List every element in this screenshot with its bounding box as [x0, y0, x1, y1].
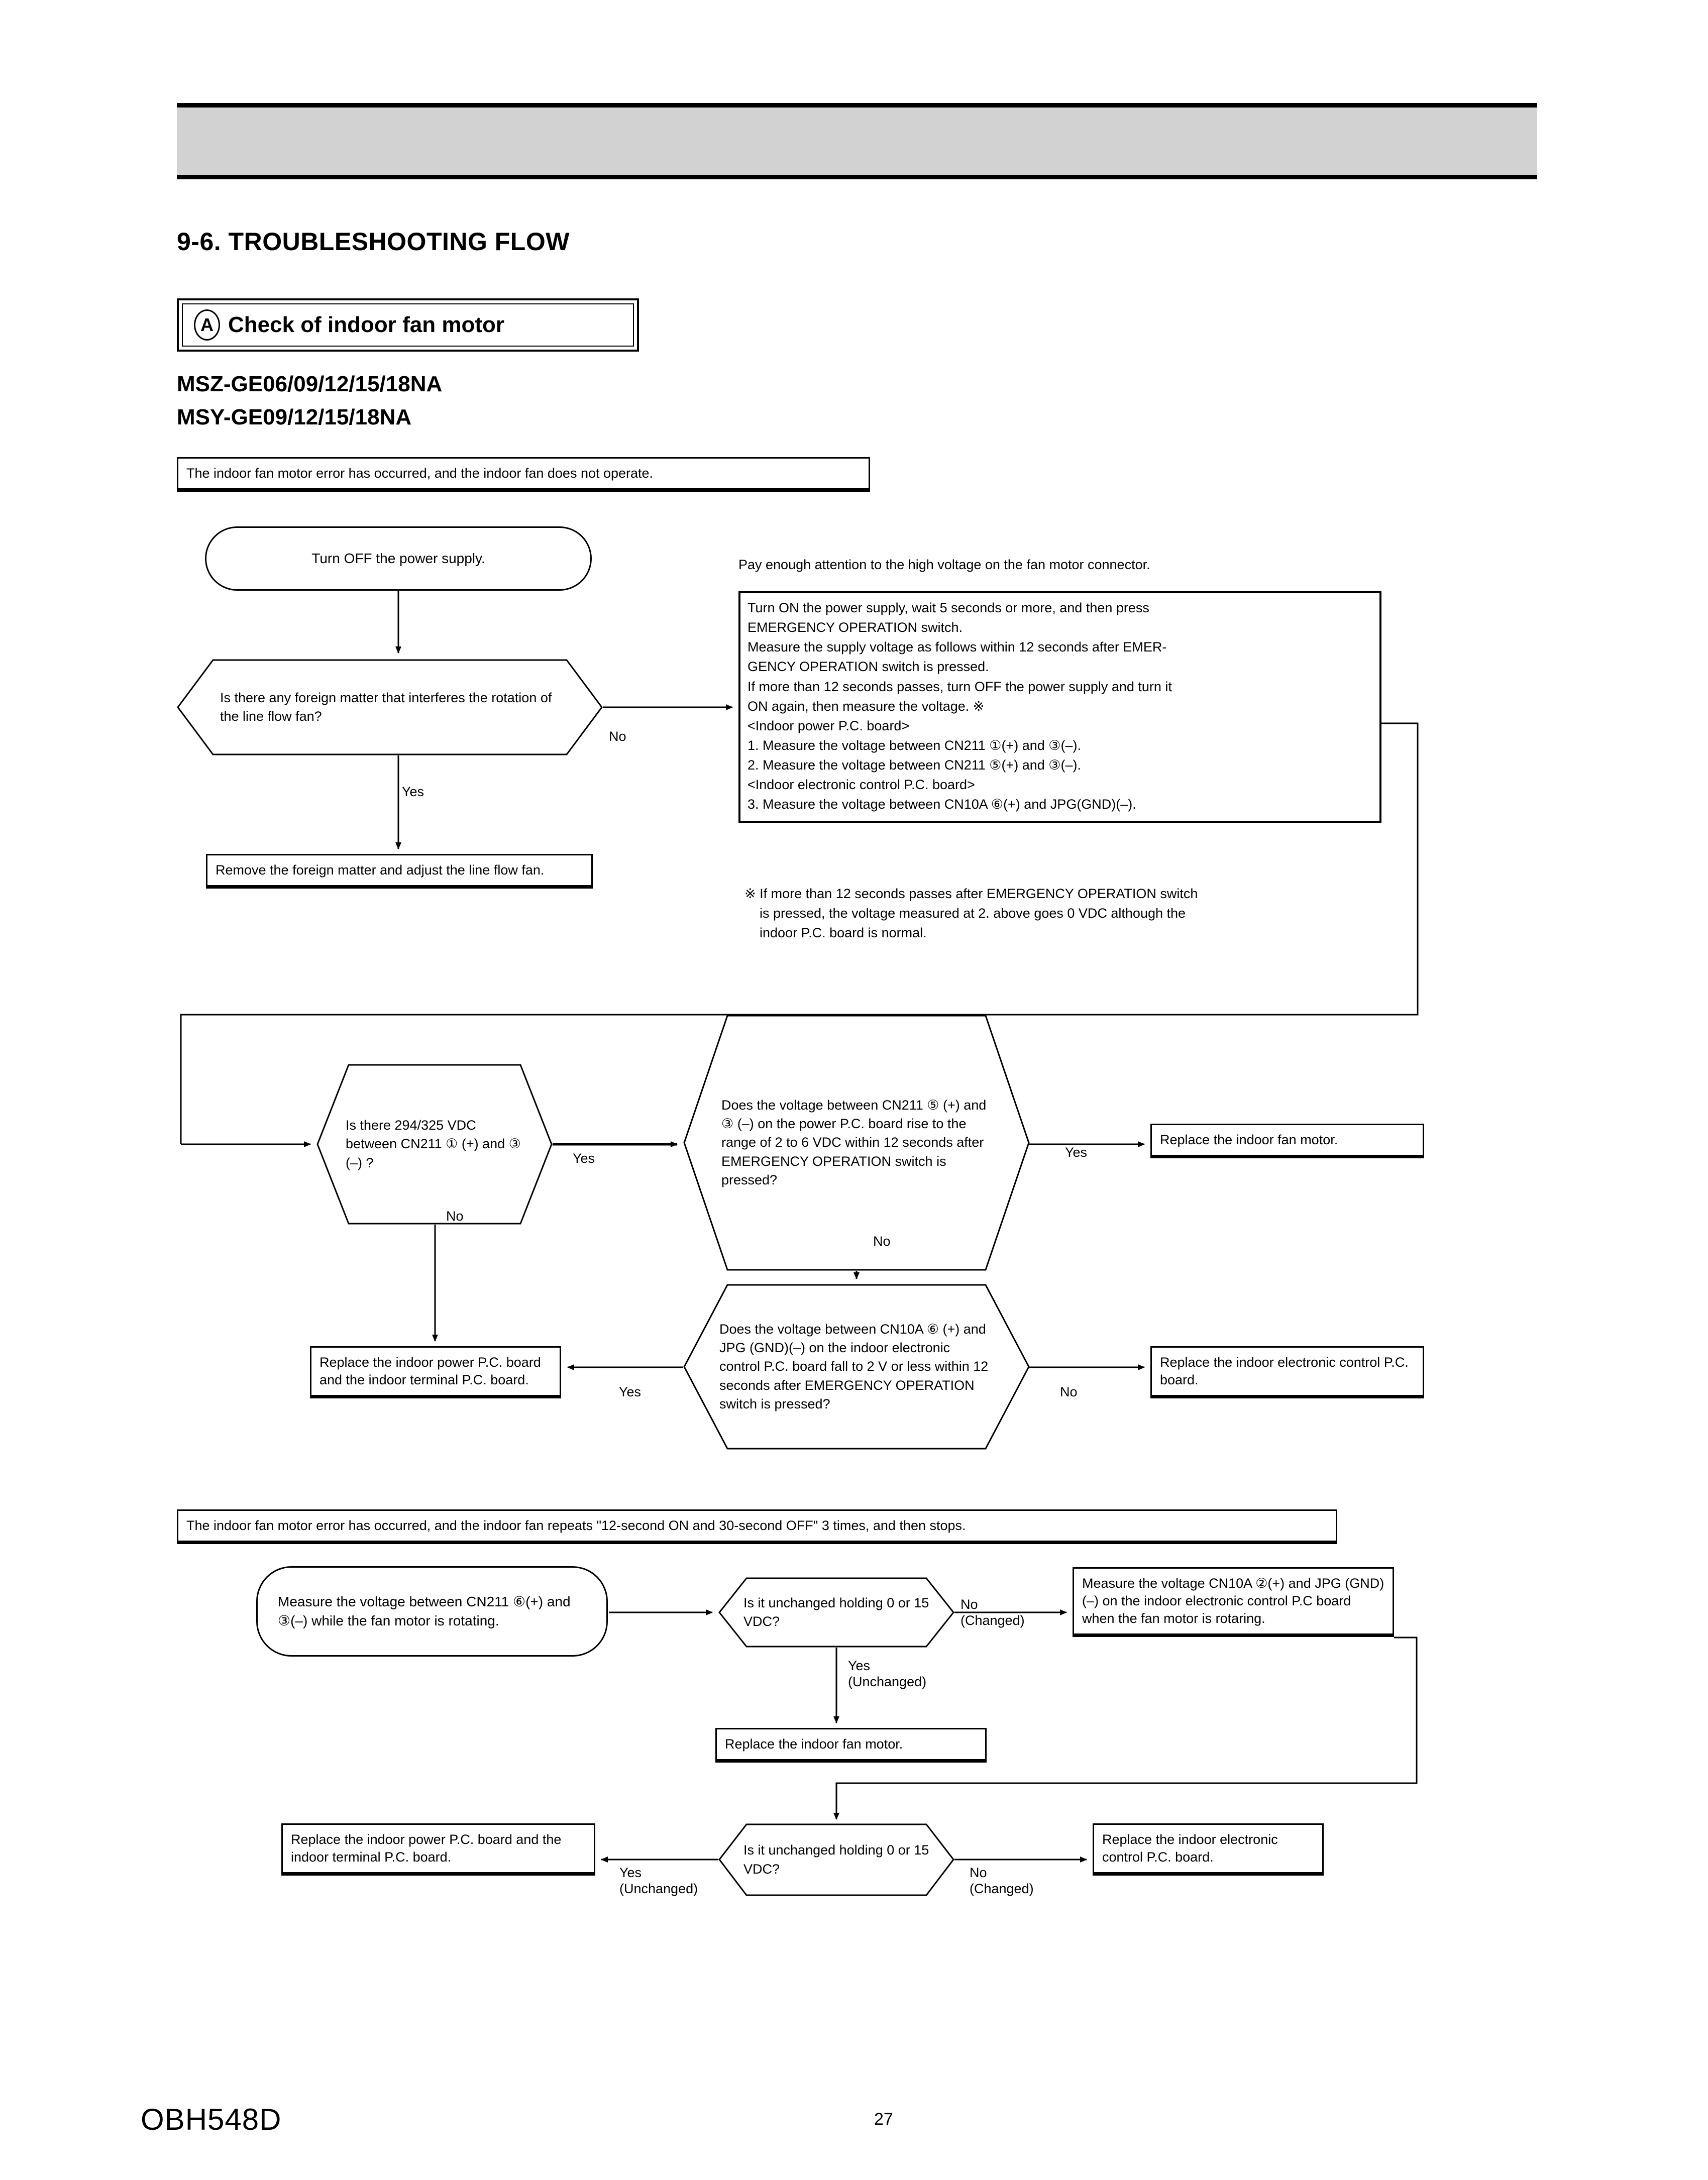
edge-label-yes-unchanged-1: Yes (Unchanged): [848, 1658, 927, 1690]
instruction-line: Turn ON the power supply, wait 5 seconds…: [748, 600, 1149, 615]
instruction-line: Measure the supply voltage as follows wi…: [748, 639, 1167, 655]
circled-a-icon: A: [194, 309, 220, 341]
decision-unchanged-2-label: Is it unchanged holding 0 or 15 VDC?: [743, 1842, 929, 1877]
note-line-2: is pressed, the voltage measured at 2. a…: [760, 905, 1186, 921]
instruction-line: <Indoor power P.C. board>: [748, 718, 910, 733]
decision-cn10a-fall-label: Does the voltage between CN10A ⑥ (+) and…: [719, 1321, 989, 1411]
edge-label-no-cn10a-fall: No: [1060, 1384, 1078, 1399]
check-title-inner: A Check of indoor fan motor: [182, 303, 634, 347]
edge-label-no-changed-2: No (Changed): [970, 1865, 1034, 1897]
check-title-label: Check of indoor fan motor: [228, 312, 504, 337]
instruction-line: If more than 12 seconds passes, turn OFF…: [748, 679, 1172, 694]
high-voltage-warning: Pay enough attention to the high voltage…: [738, 557, 1150, 572]
edge-label-no-294: No: [446, 1209, 464, 1224]
result-replace-fan-motor-bottom: Replace the indoor fan motor.: [715, 1728, 987, 1761]
decision-cn211-rise: Does the voltage between CN211 ⑤ (+) and…: [683, 1015, 1030, 1271]
decision-unchanged-2: Is it unchanged holding 0 or 15 VDC?: [718, 1823, 954, 1896]
instruction-line: GENCY OPERATION switch is pressed.: [748, 659, 989, 675]
model-number-line-2: MSY-GE09/12/15/18NA: [177, 405, 412, 429]
check-title-box: A Check of indoor fan motor: [177, 298, 639, 352]
edge-label-yes-294: Yes: [573, 1151, 595, 1166]
instruction-line: EMERGENCY OPERATION switch.: [748, 620, 963, 635]
result-replace-power-board-mid: Replace the indoor power P.C. board and …: [310, 1346, 561, 1397]
document-code: OBH548D: [141, 2103, 282, 2136]
instruction-line: 1. Measure the voltage between CN211 ①(+…: [748, 737, 1082, 753]
action-remove-foreign-matter: Remove the foreign matter and adjust the…: [206, 854, 593, 887]
decision-cn211-rise-label: Does the voltage between CN211 ⑤ (+) and…: [721, 1097, 987, 1187]
decision-foreign-matter-label: Is there any foreign matter that interfe…: [220, 690, 552, 724]
result-replace-fan-motor-mid: Replace the indoor fan motor.: [1150, 1124, 1424, 1157]
decision-foreign-matter: Is there any foreign matter that interfe…: [177, 659, 603, 755]
instruction-line: ON again, then measure the voltage. ※: [748, 698, 985, 714]
note-line-3: indoor P.C. board is normal.: [760, 925, 927, 940]
model-number-line-1: MSZ-GE06/09/12/15/18NA: [177, 372, 443, 396]
start-oval-measure-cn211: Measure the voltage between CN211 ⑥(+) a…: [256, 1566, 608, 1657]
page-title: 9-6. TROUBLESHOOTING FLOW: [177, 228, 570, 256]
edge-label-no-changed-1: No (Changed): [960, 1597, 1025, 1628]
action-measure-cn10a: Measure the voltage CN10A ②(+) and JPG (…: [1073, 1567, 1394, 1636]
bottom-condition-banner: The indoor fan motor error has occurred,…: [177, 1509, 1337, 1543]
result-replace-power-board-bottom: Replace the indoor power P.C. board and …: [281, 1823, 595, 1874]
instruction-note: ※ If more than 12 seconds passes after E…: [744, 884, 1408, 943]
edge-label-yes-cn211-rise: Yes: [1065, 1145, 1088, 1160]
result-replace-electronic-board-bottom: Replace the indoor electronic control P.…: [1093, 1823, 1324, 1874]
decision-unchanged-1: Is it unchanged holding 0 or 15 VDC?: [718, 1577, 954, 1648]
edge-label-yes-unchanged-2: Yes (Unchanged): [619, 1865, 698, 1897]
edge-label-no-foreign: No: [609, 729, 626, 744]
edge-label-no-cn211-rise: No: [873, 1234, 891, 1249]
decision-cn10a-fall: Does the voltage between CN10A ⑥ (+) and…: [683, 1284, 1030, 1450]
note-line-1: ※ If more than 12 seconds passes after E…: [744, 886, 1198, 901]
decision-294-325-vdc: Is there 294/325 VDC between CN211 ① (+)…: [316, 1064, 553, 1225]
decision-unchanged-1-label: Is it unchanged holding 0 or 15 VDC?: [743, 1595, 929, 1629]
start-oval-power-off: Turn OFF the power supply.: [205, 526, 592, 591]
top-condition-banner: The indoor fan motor error has occurred,…: [177, 457, 870, 490]
page-number: 27: [874, 2110, 893, 2129]
instruction-line: 2. Measure the voltage between CN211 ⑤(+…: [748, 757, 1082, 773]
instruction-line: 3. Measure the voltage between CN10A ⑥(+…: [748, 797, 1136, 812]
measurement-instruction-box: Turn ON the power supply, wait 5 seconds…: [738, 591, 1381, 823]
decision-294-325-vdc-label: Is there 294/325 VDC between CN211 ① (+)…: [346, 1118, 521, 1170]
edge-label-yes-foreign: Yes: [402, 784, 424, 799]
instruction-line: <Indoor electronic control P.C. board>: [748, 777, 975, 793]
page-header-band: [177, 103, 1537, 179]
edge-label-yes-cn10a-fall: Yes: [619, 1384, 642, 1399]
result-replace-electronic-board-mid: Replace the indoor electronic control P.…: [1150, 1346, 1424, 1397]
